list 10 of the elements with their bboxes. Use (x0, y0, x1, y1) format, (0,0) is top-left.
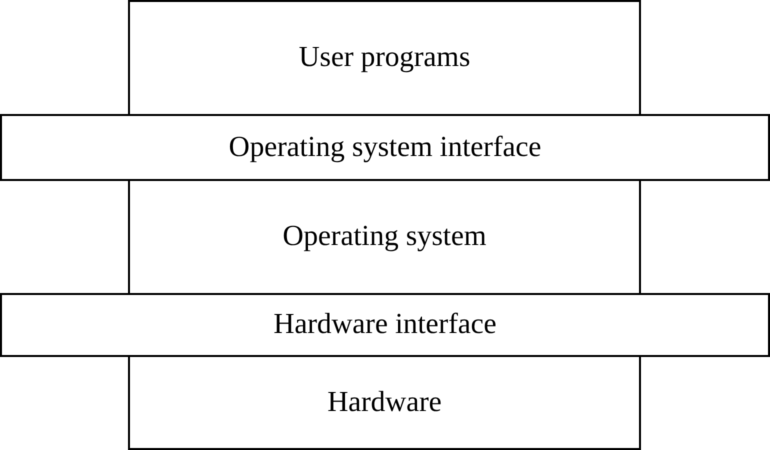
layer-label: User programs (298, 42, 470, 74)
interface-band (0, 114, 770, 181)
interface-band (0, 293, 770, 357)
layer-box (128, 355, 641, 450)
layer-box (128, 179, 641, 295)
layer-label: Hardware (327, 386, 442, 418)
layer-label: Operating system (282, 221, 486, 253)
layer-label: Operating system interface (228, 132, 542, 164)
layer-label: Hardware interface (274, 309, 496, 341)
layer-box (128, 0, 641, 116)
